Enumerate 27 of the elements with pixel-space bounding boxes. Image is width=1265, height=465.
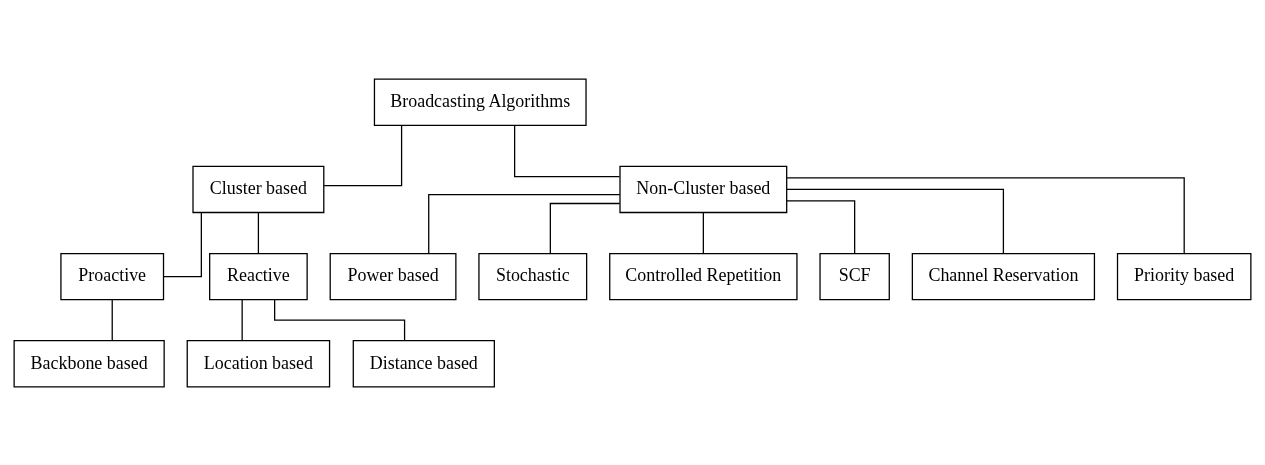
connector [274, 298, 406, 341]
connector [786, 199, 856, 254]
connector [786, 176, 1185, 254]
connector [323, 124, 403, 186]
node-box: SCF [819, 252, 890, 300]
connector [702, 211, 704, 254]
connector [241, 298, 243, 341]
node-box: Non-Cluster based [619, 165, 788, 213]
connector [428, 193, 621, 254]
node-box: Cluster based [192, 165, 325, 213]
node-box: Channel Reservation [911, 252, 1096, 300]
node-box: Broadcasting Algorithms [373, 78, 587, 126]
connector [786, 188, 1005, 254]
node-box: Power based [329, 252, 457, 300]
connector [162, 211, 202, 277]
node-box: Distance based [352, 339, 495, 387]
connector [257, 211, 260, 254]
connector [514, 124, 621, 177]
node-box: Stochastic [478, 252, 588, 300]
node-box: Reactive [209, 252, 308, 300]
node-box: Location based [186, 339, 331, 387]
node-box: Proactive [60, 252, 165, 300]
node-box: Backbone based [13, 339, 165, 387]
node-box: Priority based [1116, 252, 1252, 300]
node-box: Controlled Repetition [609, 252, 798, 300]
connector [111, 298, 113, 341]
connector [549, 202, 621, 254]
